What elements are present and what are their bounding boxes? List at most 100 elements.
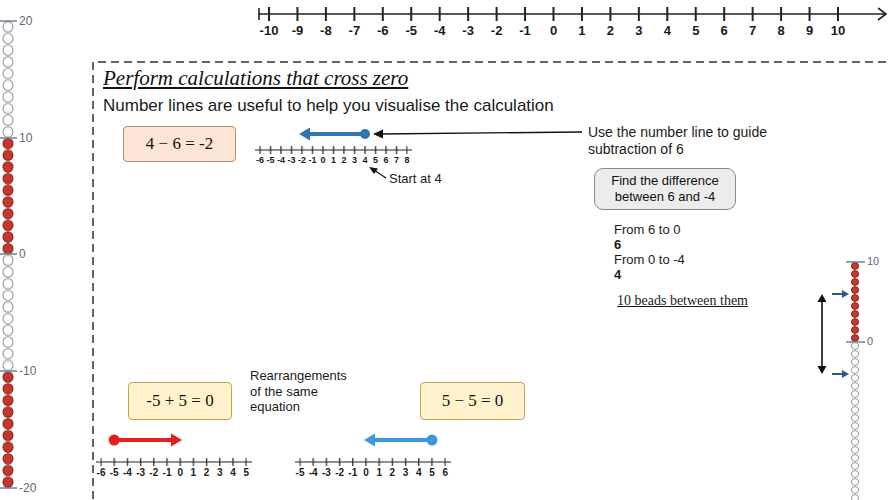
bead-string (2, 371, 14, 488)
note-text: Rearrangements of the same equation (250, 368, 355, 415)
axis-number: 5 (243, 467, 249, 479)
axis-number: -2 (149, 467, 158, 479)
axis-number: -2 (298, 155, 306, 166)
axis-number: 4 (664, 23, 671, 39)
bead-scale-number: 0 (867, 335, 873, 348)
start-dot (109, 435, 120, 446)
axis-number: 0 (320, 155, 325, 166)
bead-scale-number: -20 (19, 481, 36, 495)
slide-title: Perform calculations that cross zero (103, 66, 408, 91)
axis-number: -5 (405, 23, 417, 39)
axis-number: 9 (806, 23, 813, 39)
axis-number: 6 (383, 155, 388, 166)
axis-number: -1 (348, 467, 357, 479)
jump-arrow (308, 132, 365, 136)
arrow-head (364, 434, 375, 447)
bead-scale-number: 10 (867, 255, 879, 268)
callout-text: Use the number line to guide subtraction… (588, 124, 793, 158)
axis-number: 3 (217, 467, 223, 479)
axis-number: -1 (163, 467, 172, 479)
axis-number: -6 (97, 467, 106, 479)
bead-string (849, 262, 861, 342)
axis-number: -8 (320, 23, 332, 39)
axis-number: 0 (550, 23, 557, 39)
question-box: Find the difference between 6 and -4 (594, 168, 736, 210)
step-text: From 0 to -4 (614, 252, 685, 268)
axis-number: -4 (434, 23, 446, 39)
start-dot (427, 435, 438, 446)
arrow-head (878, 8, 886, 20)
axis-number: 4 (362, 155, 367, 166)
axis-number: 5 (373, 155, 378, 166)
axis-number: 3 (635, 23, 642, 39)
axis-number: -1 (308, 155, 316, 166)
equation-box: 4 − 6 = -2 (123, 126, 236, 162)
start-dot (360, 129, 370, 139)
axis-number: 10 (831, 23, 845, 39)
axis-number: 2 (204, 467, 210, 479)
node-text: Find the difference between 6 and -4 (603, 173, 727, 204)
axis-number: -5 (296, 467, 305, 479)
tick (0, 253, 17, 255)
equation-box: 5 − 5 = 0 (420, 382, 525, 420)
tick (0, 487, 17, 489)
tick-row (268, 7, 839, 21)
bead-scale-number: 20 (19, 14, 32, 28)
axis-number: -5 (266, 155, 274, 166)
bead-string (2, 21, 14, 138)
callout-text: Start at 4 (389, 171, 442, 187)
axis-number: 4 (230, 467, 236, 479)
pointer-arrow (832, 293, 843, 295)
axis-number: 4 (416, 467, 422, 479)
arrow-head (842, 290, 849, 298)
arrow-head (842, 370, 849, 378)
axis-number: -3 (287, 155, 295, 166)
axis-number: 2 (341, 155, 346, 166)
leader-line (381, 132, 582, 134)
axis-number: -2 (335, 467, 344, 479)
dashed-panel (93, 62, 891, 499)
tick-row (299, 458, 446, 466)
axis-number: 5 (429, 467, 435, 479)
difference-arrow (821, 301, 823, 367)
tick (0, 137, 17, 139)
step-value: 4 (614, 267, 621, 283)
arrow-head (373, 130, 383, 139)
subtitle: Number lines are useful to help you visu… (103, 96, 554, 116)
node-text: 4 − 6 = -2 (146, 134, 213, 154)
bead-ticks (0, 21, 17, 488)
axis-number: -6 (377, 23, 389, 39)
bead-scale-number: -10 (19, 364, 36, 378)
axis-number: -4 (123, 467, 132, 479)
axis-number: -7 (349, 23, 361, 39)
axis-number: -10 (260, 23, 279, 39)
axis-number: 5 (692, 23, 699, 39)
axis-number: 8 (404, 155, 409, 166)
bead-string (2, 138, 14, 255)
axis-number: 1 (331, 155, 336, 166)
axis-number: -4 (309, 467, 318, 479)
axis-number: 8 (777, 23, 784, 39)
axis-number: 6 (442, 467, 448, 479)
axis-number: 7 (394, 155, 399, 166)
step-value: 6 (614, 237, 621, 253)
axis-number: -6 (256, 155, 264, 166)
equation-box: -5 + 5 = 0 (128, 382, 232, 420)
axis-number: -3 (462, 23, 474, 39)
tick (0, 20, 17, 22)
axis-number: 6 (721, 23, 728, 39)
step-text: From 6 to 0 (614, 222, 680, 238)
tick-row (100, 458, 247, 466)
axis-number: -3 (322, 467, 331, 479)
axis-number: 1 (376, 467, 382, 479)
tick (846, 341, 865, 343)
jump-arrow (114, 438, 173, 442)
axis-number: 2 (607, 23, 614, 39)
node-text: -5 + 5 = 0 (146, 391, 213, 411)
arrow-head (171, 434, 182, 447)
pointer-arrow (832, 373, 843, 375)
axis-number: -9 (292, 23, 304, 39)
bead-string (2, 255, 14, 372)
axis-number: 3 (403, 467, 409, 479)
